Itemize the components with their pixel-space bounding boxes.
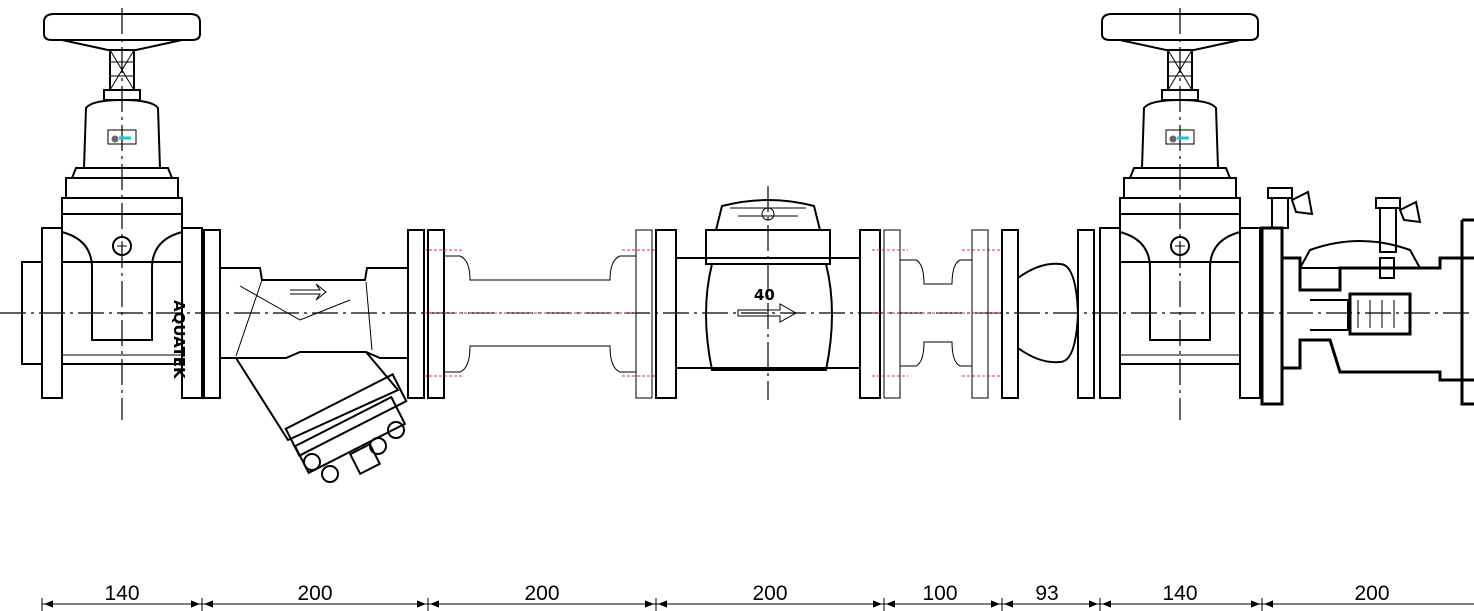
dimension-label: 140 (1162, 582, 1197, 605)
flexible-joint (1001, 229, 1095, 399)
dimension-label: 93 (1035, 582, 1058, 605)
dimension-label: 200 (297, 582, 332, 605)
meter-size-label: 40 (754, 286, 775, 304)
strainer-brand: AQUATEK (170, 300, 188, 380)
dimension-label: 100 (922, 582, 957, 605)
spool-pipe-1 (424, 229, 656, 399)
gate-valve-left (21, 8, 203, 420)
y-strainer: AQUATEK (170, 229, 425, 483)
spool-pipe-2 (872, 229, 1000, 399)
dimension-label: 200 (752, 582, 787, 605)
dimension-chain: 140 200 200 200 100 93 140 200 (41, 582, 1474, 611)
dimension-label: 200 (524, 582, 559, 605)
dimension-label: 200 (1354, 582, 1389, 605)
dimension-label: 140 (104, 582, 139, 605)
backflow-preventer (1260, 187, 1474, 406)
water-meter: 40 (655, 186, 881, 400)
gate-valve-right (1099, 8, 1261, 420)
